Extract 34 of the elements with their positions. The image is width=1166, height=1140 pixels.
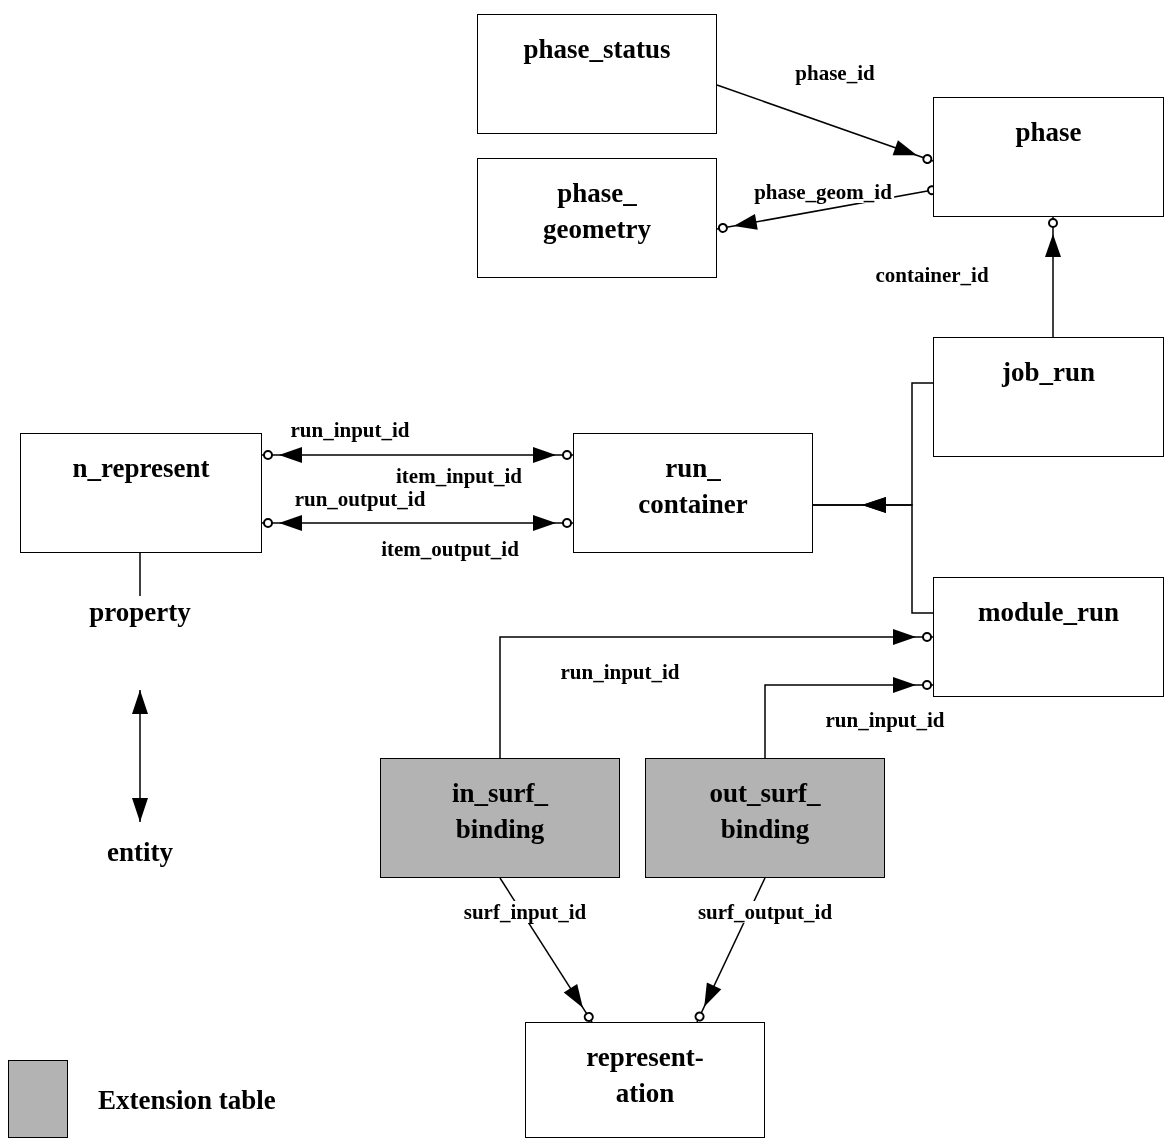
entity-name: n_represent: [72, 452, 210, 485]
legend-label: Extension table: [98, 1084, 276, 1116]
entity-box: [20, 433, 262, 553]
entity-box: [477, 14, 717, 134]
extension-table-box: [645, 758, 885, 878]
entity-name: module_run: [978, 596, 1119, 629]
entity-name: job_run: [1002, 356, 1095, 389]
entity-box: [477, 158, 717, 278]
entity-box: [933, 337, 1164, 457]
edge-label: surf_output_id: [695, 901, 835, 923]
extension-table-box: [380, 758, 620, 878]
edge-label: phase_id: [793, 62, 877, 84]
role-label: item_input_id: [394, 465, 524, 487]
edge-label: phase_geom_id: [752, 181, 894, 203]
edge-label: container_id: [873, 264, 991, 286]
edge-label: surf_input_id: [461, 901, 589, 923]
edge-label: run_input_id: [558, 661, 682, 683]
entity-name: phase_ geometry: [543, 177, 651, 246]
entity-name: in_surf_ binding: [452, 777, 548, 846]
entity-name: phase: [1015, 116, 1082, 149]
notation-label: entity: [60, 836, 220, 868]
role-label: item_output_id: [379, 538, 521, 560]
entity-name: out_surf_ binding: [709, 777, 821, 846]
edge-label: run_output_id: [292, 488, 428, 510]
entity-box: [573, 433, 813, 553]
edge-label: run_input_id: [823, 709, 947, 731]
entity-box: [933, 577, 1164, 697]
entity-name: represent- ation: [586, 1041, 704, 1110]
entity-box: [525, 1022, 765, 1138]
entity-box: [933, 97, 1164, 217]
entity-name: phase_status: [523, 33, 671, 66]
entity-name: run_ container: [638, 452, 748, 521]
edge-label: run_input_id: [288, 419, 412, 441]
notation-label: property: [60, 596, 220, 628]
